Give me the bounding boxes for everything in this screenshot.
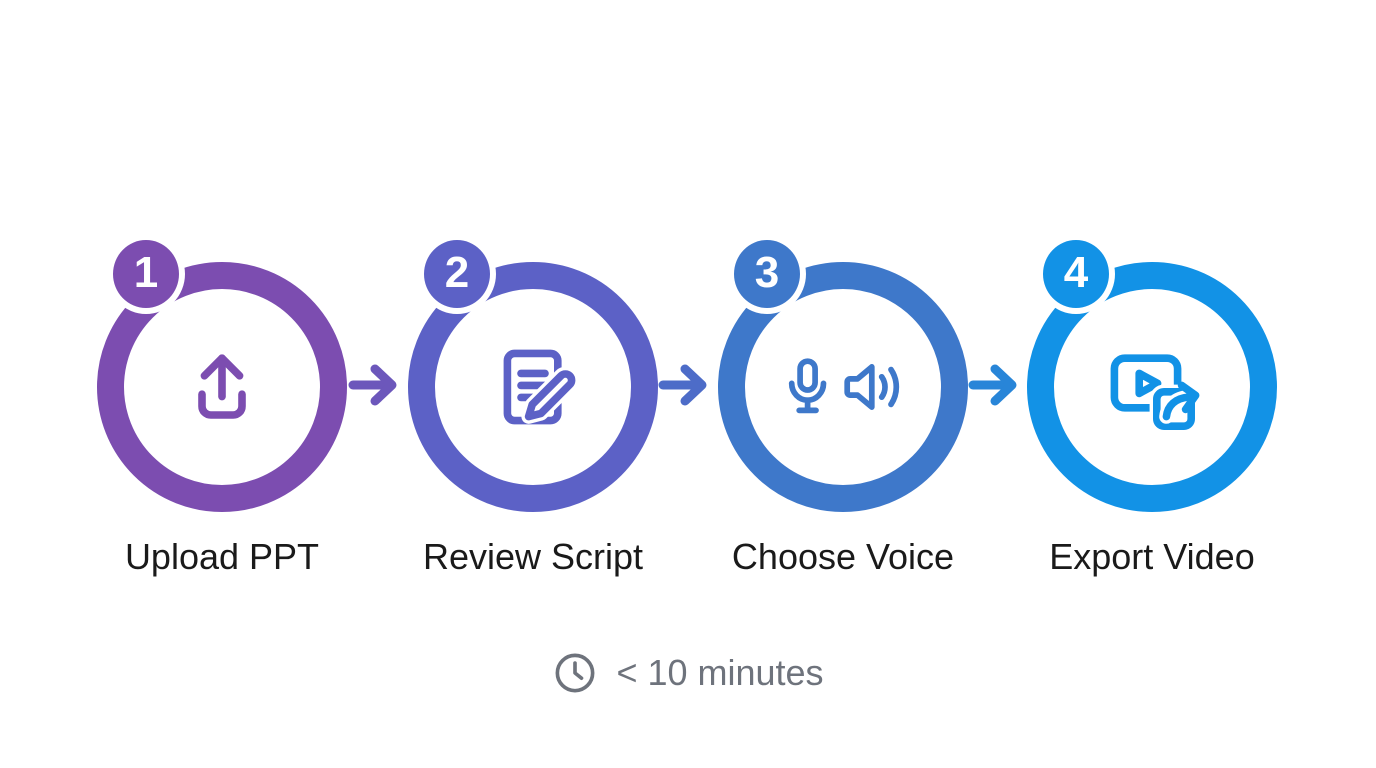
- step-label: Upload PPT: [124, 536, 320, 577]
- arrow-right-icon: [657, 360, 719, 410]
- edit-document-icon: [485, 339, 581, 435]
- video-export-icon: [1104, 339, 1200, 435]
- step-number: 3: [754, 248, 780, 297]
- step-number-badge: 3: [728, 234, 806, 314]
- arrow-right-icon: [347, 360, 409, 410]
- step-number: 2: [444, 248, 470, 297]
- duration-note: < 10 minutes: [0, 650, 1376, 696]
- step-number-badge: 2: [418, 234, 496, 314]
- step-number: 1: [133, 248, 159, 297]
- step-upload-ppt: 1 Upload PPT: [67, 230, 377, 610]
- step-number: 4: [1063, 248, 1089, 297]
- arrow-right-icon: [967, 360, 1029, 410]
- microphone-speaker-icon: [777, 354, 909, 420]
- step-label: Export Video: [1049, 536, 1255, 577]
- step-label: Choose Voice: [731, 536, 955, 577]
- step-number-badge: 4: [1037, 234, 1115, 314]
- step-choose-voice: 3 Choose Voice: [688, 230, 998, 610]
- duration-text: < 10 minutes: [616, 652, 824, 693]
- step-label: Review Script: [422, 536, 644, 577]
- upload-icon: [174, 339, 270, 435]
- clock-icon: [552, 650, 598, 696]
- step-number-badge: 1: [107, 234, 185, 314]
- step-review-script: 2 Review Script: [378, 230, 688, 610]
- step-export-video: 4 Export Video: [997, 230, 1307, 610]
